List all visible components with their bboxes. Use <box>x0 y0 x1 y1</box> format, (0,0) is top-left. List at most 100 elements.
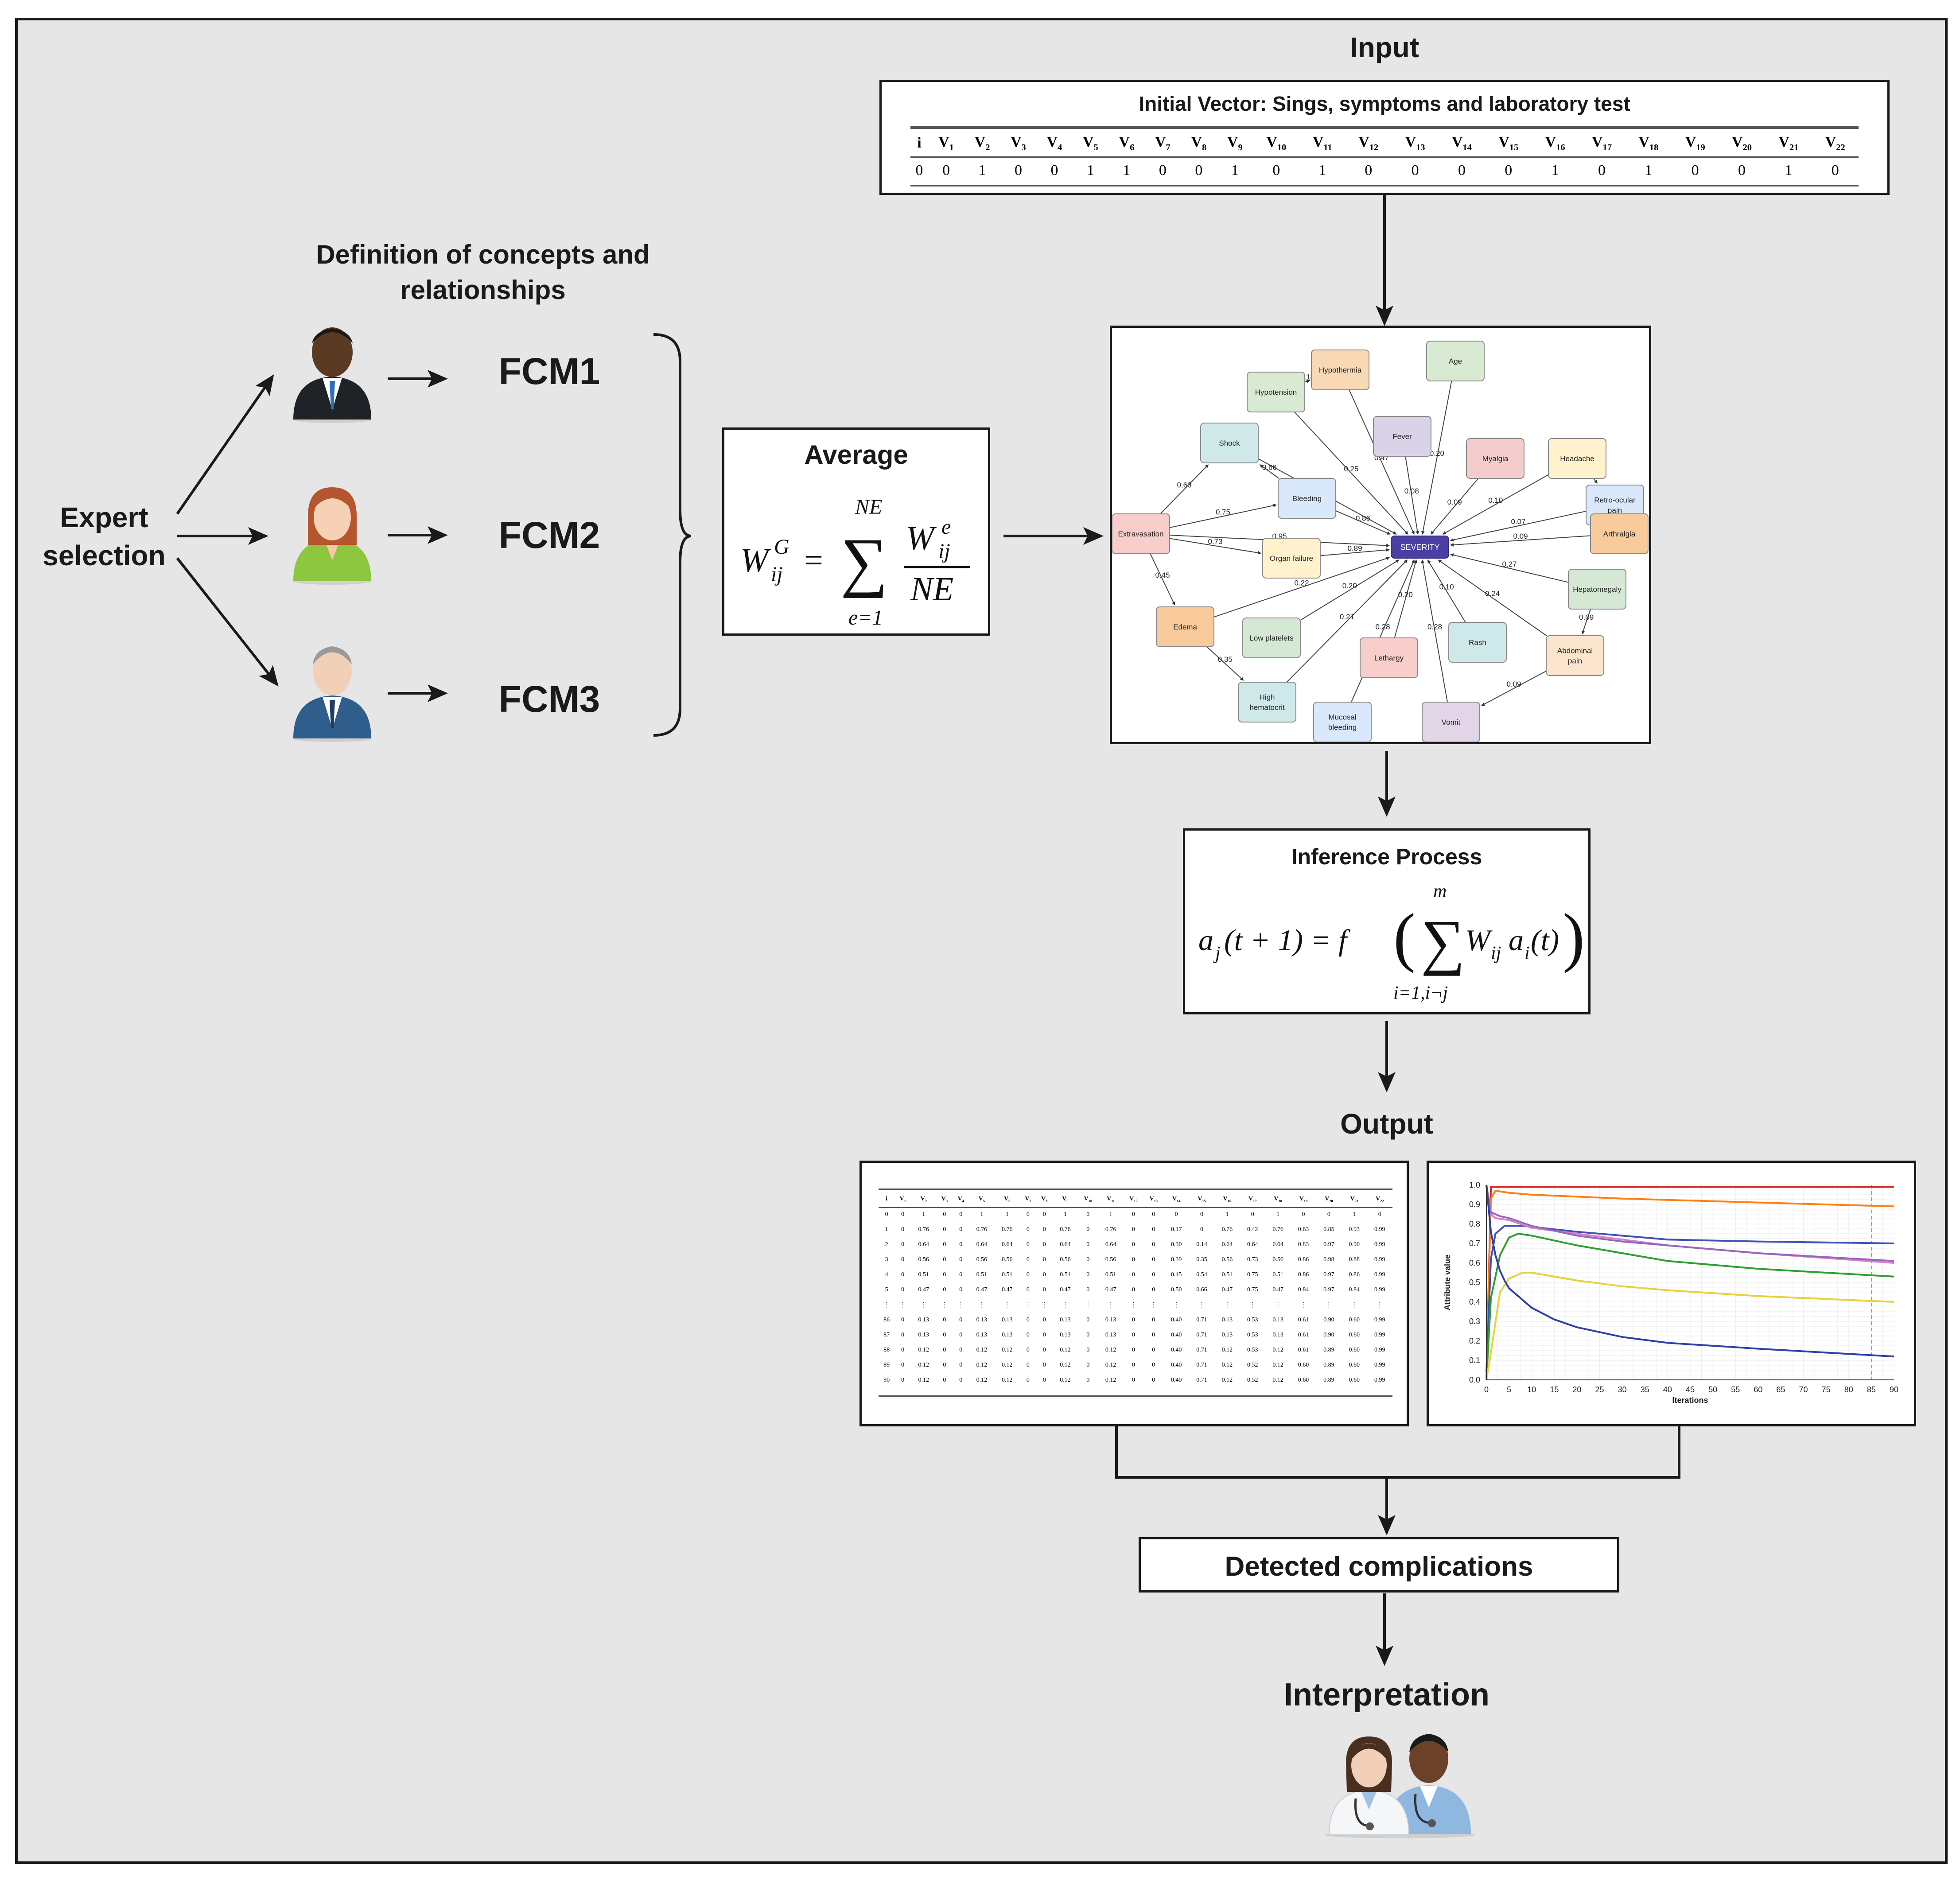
chart-x-tick: 75 <box>1822 1385 1831 1394</box>
graph-edge-weight: 0.08 <box>1404 487 1419 495</box>
graph-node-label: Low platelets <box>1249 634 1293 642</box>
output-cell: 0 <box>1086 1347 1090 1353</box>
graph-edge-weight: 0.28 <box>1427 623 1442 631</box>
output-cell: 0.12 <box>1105 1347 1116 1353</box>
output-cell: 0.12 <box>1272 1362 1283 1368</box>
output-cell: 0.56 <box>918 1256 929 1263</box>
svg-text:(: ( <box>1393 900 1416 974</box>
graph-edge <box>1581 609 1591 634</box>
output-cell: 0.13 <box>976 1332 988 1338</box>
output-cell: 0.12 <box>918 1347 929 1353</box>
output-cell: 0 <box>901 1241 905 1248</box>
severity-node <box>1391 536 1449 559</box>
output-cell: 0.52 <box>1247 1377 1258 1383</box>
output-cell: 0 <box>1026 1377 1030 1383</box>
output-cell: 0 <box>1327 1211 1330 1218</box>
output-cell: 0.13 <box>1221 1317 1233 1323</box>
output-cell: 0.99 <box>1374 1256 1385 1263</box>
output-cell: 1 <box>1063 1211 1067 1218</box>
output-cell: 0 <box>1132 1211 1135 1218</box>
vector-header-cell: V2 <box>974 133 990 152</box>
output-cell: 0 <box>1132 1362 1135 1368</box>
expert-selection-label: Expert selection <box>43 501 166 571</box>
vector-value-cell: 1 <box>978 162 986 179</box>
graph-node-label: Myalgia <box>1482 454 1509 463</box>
chart-y-tick: 0.0 <box>1469 1375 1480 1384</box>
chart-y-tick: 1.0 <box>1469 1181 1480 1189</box>
chart-series-line <box>1486 1232 1894 1380</box>
graph-edge-weight: 0.20 <box>1430 449 1444 458</box>
chart-x-tick: 0 <box>1484 1385 1489 1394</box>
output-join-line <box>1115 1426 1680 1479</box>
output-cell: 0 <box>1132 1347 1135 1353</box>
output-cell: 0.47 <box>1272 1286 1283 1293</box>
chart-x-tick: 80 <box>1844 1385 1853 1394</box>
output-cell: 0 <box>1026 1256 1030 1263</box>
graph-node <box>1422 702 1480 742</box>
output-cell: 0 <box>1026 1347 1030 1353</box>
vector-header-cell: V4 <box>1046 133 1062 152</box>
output-header-cell: i <box>886 1196 888 1202</box>
vector-header-cell: V13 <box>1405 133 1425 152</box>
output-cell: 0 <box>959 1332 963 1338</box>
output-cell: 0.12 <box>1221 1377 1233 1383</box>
output-header-cell: V5 <box>978 1195 985 1203</box>
output-cell: 0.97 <box>1323 1271 1334 1278</box>
output-cell: 0.13 <box>1105 1332 1116 1338</box>
chart-x-tick: 90 <box>1890 1385 1898 1394</box>
output-header-cell: V9 <box>1062 1195 1069 1203</box>
vector-value-cell: 1 <box>1086 162 1094 179</box>
output-cell: 0.76 <box>1060 1226 1071 1233</box>
vector-value-cell: 0 <box>1159 162 1167 179</box>
graph-edge <box>1320 548 1390 556</box>
output-cell: 0 <box>1086 1332 1090 1338</box>
output-cell: 0.56 <box>1221 1256 1233 1263</box>
output-cell: 90 <box>883 1377 890 1383</box>
output-cell: 0 <box>1042 1226 1046 1233</box>
output-cell: ⋮ <box>957 1301 964 1309</box>
vector-value-cell: 0 <box>1050 162 1058 179</box>
output-cell: 0 <box>1132 1241 1135 1248</box>
output-cell: 0.52 <box>1247 1362 1258 1368</box>
output-cell: ⋮ <box>978 1301 985 1309</box>
output-header-cell: V13 <box>1149 1195 1158 1203</box>
vector-value-cell: 0 <box>915 162 923 179</box>
output-cell: 0 <box>1026 1286 1030 1293</box>
out-rule-bottom <box>879 1395 1392 1397</box>
graph-edge <box>1450 535 1591 547</box>
avg-num: W <box>906 520 937 557</box>
output-cell: 0 <box>1026 1332 1030 1338</box>
output-cell: 0.99 <box>1374 1226 1385 1233</box>
chart-x-tick: 45 <box>1686 1385 1695 1394</box>
table-row: ⋮⋮⋮⋮⋮⋮⋮⋮⋮⋮⋮⋮⋮⋮⋮⋮⋮⋮⋮⋮⋮⋮⋮ <box>879 1297 1392 1313</box>
graph-node <box>1112 513 1170 554</box>
graph-node <box>1311 350 1369 390</box>
output-cell: 0 <box>1042 1362 1046 1368</box>
svg-text:∑: ∑ <box>840 525 888 598</box>
output-cell: 0.51 <box>1105 1271 1116 1278</box>
output-cell: 89 <box>883 1362 890 1368</box>
output-cell: 0.51 <box>918 1271 929 1278</box>
graph-node-label: pain <box>1608 506 1622 514</box>
output-cell: ⋮ <box>1041 1301 1048 1309</box>
avg-lhs: W <box>740 542 771 579</box>
output-cell: 0 <box>901 1226 905 1233</box>
output-cell: ⋮ <box>1062 1301 1069 1309</box>
graph-node-label: Hepatomegaly <box>1573 585 1622 594</box>
fcm-graph-box: 0.180.470.250.080.200.090.100.030.070.85… <box>1110 326 1651 744</box>
output-cell: 0 <box>1042 1286 1046 1293</box>
graph-edge <box>1160 464 1209 514</box>
input-heading: Input <box>1349 31 1419 63</box>
output-header-cell: V21 <box>1350 1195 1358 1203</box>
output-header-cell: V2 <box>920 1195 927 1203</box>
graph-edge-weight: 0.09 <box>1513 532 1528 540</box>
inf-lhs-sub: j <box>1213 943 1221 963</box>
output-cell: 0 <box>1132 1377 1135 1383</box>
output-cell: 0 <box>1026 1317 1030 1323</box>
output-cell: 0.99 <box>1374 1377 1385 1383</box>
graph-edge <box>1405 456 1419 535</box>
output-cell: 0 <box>901 1271 905 1278</box>
output-cell: 0.98 <box>1323 1256 1334 1263</box>
